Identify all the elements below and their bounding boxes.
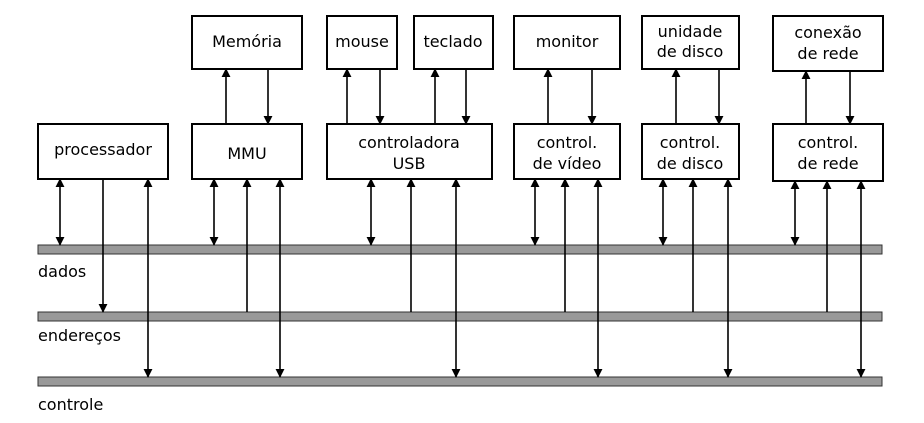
video-controller-label-line1: control.	[537, 133, 598, 152]
disk-drive-box	[641, 15, 740, 70]
processor-label: processador	[54, 140, 152, 159]
network-connection-box	[772, 15, 884, 72]
disk-controller-box	[641, 123, 740, 180]
network-controller-box	[772, 123, 884, 182]
disk-drive-label-line1: unidade	[658, 22, 723, 41]
usb-controller-label-line2: USB	[393, 154, 426, 173]
disk-drive-label-line2: de disco	[657, 42, 724, 61]
disk-controller-label-line1: control.	[660, 133, 721, 152]
monitor-label: monitor	[536, 32, 599, 51]
network-connection-label-line1: conexão	[794, 23, 861, 42]
memory-box	[191, 15, 303, 70]
mouse-label: mouse	[335, 32, 389, 51]
network-controller-label-line2: de rede	[797, 154, 858, 173]
memory-label: Memória	[212, 32, 282, 51]
data-bus	[37, 244, 883, 255]
mmu-label: MMU	[227, 144, 266, 163]
keyboard-label: teclado	[423, 32, 482, 51]
control-bus	[37, 376, 883, 387]
data-bus-label: dados	[38, 262, 86, 281]
video-controller-box	[513, 123, 621, 180]
monitor-box	[513, 15, 621, 70]
usb-controller-box	[326, 123, 493, 180]
usb-controller-label-line1: controladora	[358, 133, 460, 152]
control-bus-label: controle	[38, 395, 103, 414]
keyboard-box	[413, 15, 494, 70]
address-bus-label: endereços	[38, 326, 121, 345]
disk-controller-label-line2: de disco	[657, 154, 724, 173]
network-controller-label-line1: control.	[798, 133, 859, 152]
network-connection-label-line2: de rede	[797, 44, 858, 63]
video-controller-label-line2: de vídeo	[533, 154, 602, 173]
processor-box	[37, 123, 169, 180]
address-bus	[37, 311, 883, 322]
mouse-box	[326, 15, 398, 70]
